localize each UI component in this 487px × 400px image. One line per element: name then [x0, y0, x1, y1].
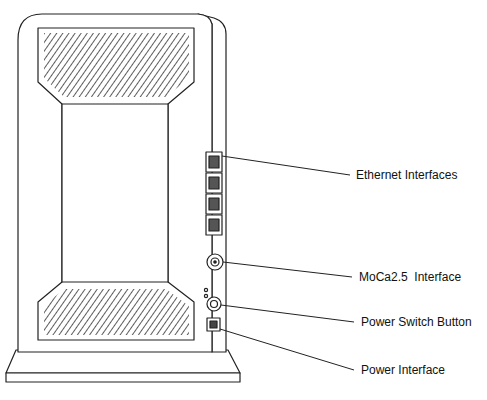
indicator: [204, 294, 207, 297]
inner-panel: [38, 28, 194, 340]
power-switch: [207, 297, 221, 311]
callout-label: Power Switch Button: [360, 315, 473, 329]
front-face: [18, 14, 212, 352]
ethernet-ports: [206, 152, 222, 235]
callout-label: Power Interface: [360, 363, 446, 377]
top-vent: [44, 33, 189, 97]
callout-label: MoCa2.5 Interface: [358, 270, 462, 284]
coax-connector: [207, 254, 223, 270]
power-jack: [207, 318, 220, 331]
callout-label: Ethernet Interfaces: [355, 168, 458, 182]
bottom-vent: [44, 289, 189, 335]
leader-lines: [220, 156, 354, 370]
center-panel: [62, 104, 168, 282]
indicator: [204, 288, 207, 291]
stand-base: [6, 373, 240, 382]
stand: [6, 350, 240, 373]
